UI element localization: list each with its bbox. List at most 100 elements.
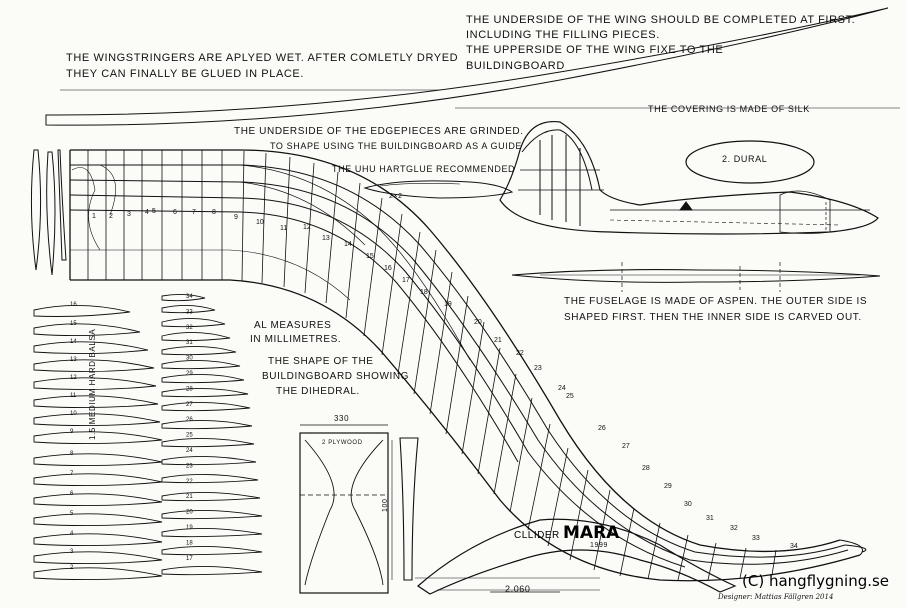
rib-number-31: 31 <box>706 515 714 522</box>
dim-2060: 2.060 <box>505 584 531 594</box>
rib-list-right-31: 31 <box>186 340 193 346</box>
rib-list-right-22: 22 <box>186 479 193 485</box>
rib-list-right-20: 20 <box>186 510 193 516</box>
dural-part <box>685 140 815 184</box>
dim-2x2: 2×2 <box>389 193 403 200</box>
rib-list-right-26: 26 <box>186 417 193 423</box>
note-board-2: BUILDINGBOARD SHOWING <box>262 371 410 382</box>
note-underside-2: INCLUDING THE FILLING PIECES. <box>466 29 660 41</box>
rib-list-left-3: 3 <box>70 549 74 555</box>
rib-list-right-24: 24 <box>186 448 193 454</box>
copyright-credit: (C) hangflygning.se <box>742 572 890 590</box>
rib-list-left-11: 11 <box>70 393 77 399</box>
rib-list-right-19: 19 <box>186 525 193 531</box>
rib-number-1: 1 <box>92 213 96 220</box>
rib-list-left-15: 15 <box>70 321 77 327</box>
rib-number-11: 11 <box>280 225 287 232</box>
note-fuselage-2: SHAPED FIRST. THEN THE INNER SIDE IS CAR… <box>564 312 862 323</box>
rib-number-8: 8 <box>212 209 216 216</box>
note-underside-3: THE UPPERSIDE OF THE WING FIXE TO THE <box>466 44 724 56</box>
note-board-1: THE SHAPE OF THE <box>268 356 374 367</box>
tip-profile-b <box>46 151 56 276</box>
note-measures-2: IN MILLIMETRES. <box>250 334 342 345</box>
rib-number-32: 32 <box>730 525 738 532</box>
plywood-part <box>299 432 389 594</box>
rib-list-right-25: 25 <box>186 433 193 439</box>
rib-profiles-right <box>161 293 263 576</box>
rib-list-left-13: 13 <box>70 357 77 363</box>
rib-list-right-18: 18 <box>186 540 193 546</box>
rib-number-28: 28 <box>642 465 650 472</box>
glider-prefix: CLLIDER <box>514 530 560 541</box>
rib-list-right-17: 17 <box>186 556 193 562</box>
rib-number-27: 27 <box>622 443 630 450</box>
rib-number-9: 9 <box>234 214 238 221</box>
rib-number-2: 2 <box>109 213 113 220</box>
rib-list-left-10: 10 <box>70 411 77 417</box>
rib-number-7: 7 <box>192 209 196 216</box>
rib-number-6: 6 <box>173 209 177 216</box>
rib-list-right-32: 32 <box>186 325 193 331</box>
rib-number-25: 25 <box>566 393 574 400</box>
rib-list-right-29: 29 <box>186 371 193 377</box>
trailing-edge-strip <box>45 7 889 126</box>
note-stringers-2: THEY CAN FINALLY BE GLUED IN PLACE. <box>66 68 305 80</box>
rib-list-left-4: 4 <box>70 531 74 537</box>
rib-number-29: 29 <box>664 483 672 490</box>
wing-upper-edge <box>70 149 841 553</box>
rib-list-right-33: 33 <box>186 309 193 315</box>
rib-list-left-12: 12 <box>70 375 77 381</box>
glider-year: 1999 <box>590 542 608 549</box>
rib-number-20: 20 <box>474 319 482 326</box>
note-edge-2: TO SHAPE USING THE BUILDINGBOARD AS A GU… <box>270 141 523 151</box>
rib-number-12: 12 <box>303 224 311 231</box>
rib-number-16: 16 <box>384 265 392 272</box>
note-covering: THE COVERING IS MADE OF SILK <box>648 104 810 114</box>
wing-ribs <box>87 150 777 581</box>
rib-number-18: 18 <box>420 289 428 296</box>
note-measures-1: AL MEASURES <box>254 320 332 331</box>
rib-number-10: 10 <box>256 219 264 226</box>
rib-list-left-7: 7 <box>70 471 74 477</box>
rib-list-left-16: 16 <box>70 302 77 308</box>
rib-number-15: 15 <box>366 253 374 260</box>
rib-list-right-21: 21 <box>186 494 193 500</box>
buildingboard-shape <box>417 518 737 595</box>
rib-list-right-34: 34 <box>186 294 193 300</box>
rib-number-19: 19 <box>444 301 452 308</box>
note-underside-4: BUILDINGBOARD <box>466 60 565 72</box>
rib-number-17: 17 <box>402 277 410 284</box>
note-underside-1: THE UNDERSIDE OF THE WING SHOULD BE COMP… <box>466 14 856 26</box>
designer-signature: Designer: Mattias Fällgren 2014 <box>718 593 834 601</box>
tip-profile-a <box>30 149 42 271</box>
note-glue: THE UHU HARTGLUE RECOMMENDED <box>332 164 516 174</box>
wing-lower-edge <box>70 279 861 582</box>
note-edge-1: THE UNDERSIDE OF THE EDGEPIECES ARE GRIN… <box>234 126 524 137</box>
fuselage-top <box>511 269 881 283</box>
rib-list-left-2: 2 <box>70 565 74 571</box>
dim-100: 100 <box>382 498 389 512</box>
rib-number-13: 13 <box>322 235 330 242</box>
rib-number-33: 33 <box>752 535 760 542</box>
rib-list-right-27: 27 <box>186 402 193 408</box>
dim-330: 330 <box>334 414 350 423</box>
label-plywood: 2 PLYWOOD <box>322 440 363 446</box>
fuselage-side <box>499 120 879 235</box>
note-board-3: THE DIHEDRAL. <box>276 386 360 397</box>
rib-number-24: 24 <box>558 385 566 392</box>
rib-list-left-5: 5 <box>70 511 74 517</box>
label-balsa: 1.5 MEDIUM HARD BALSA <box>88 328 97 440</box>
rib-list-right-28: 28 <box>186 386 193 392</box>
rib-number-4: 4 <box>145 209 149 216</box>
rib-number-5: 5 <box>152 208 156 215</box>
rib-number-26: 26 <box>598 425 606 432</box>
rib-list-right-23: 23 <box>186 463 193 469</box>
note-fuselage-1: THE FUSELAGE IS MADE OF ASPEN. THE OUTER… <box>564 296 868 307</box>
rib-number-30: 30 <box>684 501 692 508</box>
rib-number-34: 34 <box>790 543 798 550</box>
